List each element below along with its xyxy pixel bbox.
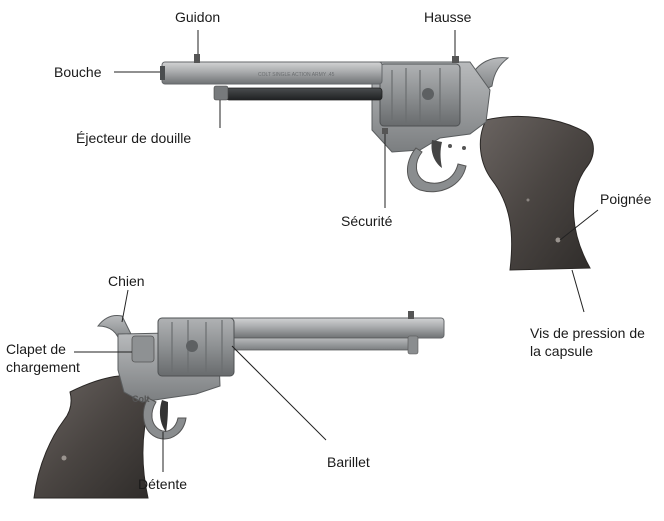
top-muzzle — [160, 66, 165, 80]
label-clapet-line1: Clapet de — [6, 341, 66, 358]
bottom-trigger — [160, 400, 168, 432]
label-chien: Chien — [108, 273, 145, 290]
bottom-grip-screw — [62, 456, 67, 461]
leader-chien — [122, 290, 128, 322]
top-engraving: COLT SINGLE ACTION ARMY .45 — [258, 72, 335, 78]
bottom-ejector-rod — [216, 338, 414, 350]
top-ejector-rod — [226, 88, 382, 100]
bottom-barrel — [216, 318, 444, 338]
top-front-sight — [194, 54, 200, 63]
top-revolver: COLT SINGLE ACTION ARMY .45 — [160, 54, 593, 270]
label-vis-line1: Vis de pression de — [530, 325, 645, 342]
top-grip — [480, 116, 593, 270]
bottom-revolver: Colt — [34, 311, 444, 498]
label-bouche: Bouche — [54, 64, 101, 81]
bottom-front-sight — [408, 311, 414, 319]
leader-barillet — [232, 346, 326, 440]
label-detente: Détente — [138, 476, 187, 493]
label-ejecteur: Éjecteur de douille — [76, 130, 191, 147]
label-guidon: Guidon — [175, 9, 220, 26]
top-grip-screw — [556, 238, 561, 243]
label-barillet: Barillet — [327, 454, 370, 471]
leader-vis — [572, 270, 584, 312]
label-vis-line2: la capsule — [530, 343, 593, 360]
label-clapet-line2: chargement — [6, 359, 80, 376]
bottom-loading-gate — [132, 336, 154, 362]
label-poignee: Poignée — [600, 191, 651, 208]
bottom-colt-logo: Colt — [132, 394, 150, 404]
label-hausse: Hausse — [424, 9, 471, 26]
top-rear-sight — [452, 56, 459, 63]
top-safety — [382, 128, 388, 134]
top-trigger — [431, 140, 442, 168]
label-securite: Sécurité — [341, 213, 392, 230]
